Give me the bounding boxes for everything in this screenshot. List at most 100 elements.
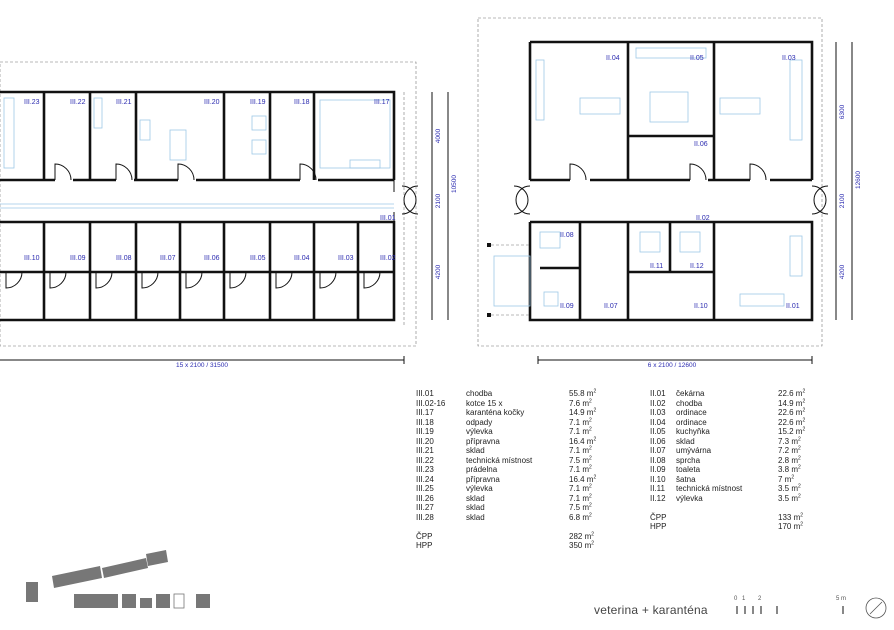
room-area: 3.5 m2 [778, 483, 801, 493]
room-name: sklad [466, 503, 485, 512]
room-area: 22.6 m2 [778, 416, 806, 427]
room-name: chodba [676, 398, 703, 408]
top-fixtures [3, 97, 391, 169]
scale-label-2: 2 [758, 596, 762, 602]
kennel-gate-5 [185, 271, 203, 289]
room-area: 16.4 m2 [569, 473, 597, 484]
room-code: II.07 [650, 446, 666, 455]
room-name: sklad [466, 512, 485, 522]
room-area: 7.6 m2 [569, 397, 592, 408]
bottom-gates [5, 271, 381, 289]
room-name: prádelna [466, 465, 498, 474]
room-area: 7.1 m2 [569, 426, 592, 436]
room-code: II.09 [650, 465, 666, 474]
right-schedule-row: II.07 umývárna 7.2 m2 [650, 446, 820, 456]
room-label-III.10: III.10 [24, 255, 40, 262]
kennel-gate-2 [49, 271, 67, 289]
right-schedule-row: II.02 chodba 14.9 m2 [650, 397, 820, 409]
left-schedule-row: III.27 sklad 7.5 m2 [416, 503, 616, 513]
room-name: přípravna [466, 474, 500, 484]
total-label: ČPP [416, 531, 433, 541]
room-label-III.17: III.17 [374, 99, 390, 106]
dim-left-corridor: 2100 [435, 193, 442, 208]
room-name: toaleta [676, 465, 701, 474]
room-label-II.06: II.06 [694, 141, 708, 148]
dim-right-total: 12600 [855, 171, 862, 189]
room-code: III.17 [416, 408, 434, 417]
room-area: 7.5 m2 [569, 454, 592, 465]
room-name: karanténa kočky [466, 408, 525, 417]
room-name: ordinace [676, 417, 707, 427]
kennel-gate-6 [229, 271, 247, 289]
dim-right-width: 6 x 2100 / 12600 [648, 362, 697, 369]
room-code: III.27 [416, 503, 434, 512]
room-label-III.19: III.19 [250, 99, 266, 106]
room-area: 3.8 m2 [778, 464, 801, 474]
room-code: III.23 [416, 465, 434, 474]
room-label-II.09: II.09 [560, 303, 574, 310]
dim-right-top: 6300 [839, 104, 846, 119]
room-area: 7.1 m2 [569, 492, 592, 503]
top-partitions [42, 92, 316, 180]
room-code: III.22 [416, 455, 434, 465]
room-area: 7.1 m2 [569, 464, 592, 474]
right-dimensions [537, 42, 853, 364]
room-area: 7.1 m2 [569, 416, 592, 427]
left-dimensions [0, 92, 449, 364]
room-name: sklad [466, 446, 485, 455]
right-doors [513, 163, 829, 215]
room-name: odpady [466, 417, 493, 427]
room-label-III.05: III.05 [250, 255, 266, 262]
total-area: 133 m2 [778, 511, 804, 522]
room-code: II.08 [650, 455, 666, 465]
room-code: III.25 [416, 484, 434, 493]
room-area: 15.2 m2 [778, 426, 806, 436]
room-area: 14.9 m2 [778, 397, 806, 408]
corridor [0, 180, 419, 222]
bottom-partitions [42, 222, 360, 320]
room-code: III.01 [416, 389, 434, 398]
room-area: 7.2 m2 [778, 445, 801, 455]
room-name: umývárna [676, 446, 712, 455]
room-code: III.20 [416, 436, 434, 446]
total-label: HPP [650, 522, 667, 531]
right-top-fixtures [535, 47, 803, 141]
room-code: II.02 [650, 398, 666, 408]
room-name: kuchyňka [676, 427, 710, 436]
room-name: šatna [676, 474, 696, 484]
total-area: 170 m2 [778, 521, 804, 531]
room-label-II.03: II.03 [782, 55, 796, 62]
room-area: 16.4 m2 [569, 435, 597, 446]
entrance-markers [487, 243, 530, 317]
dim-left-top: 4000 [435, 128, 442, 143]
kennel-gate-3 [95, 271, 113, 289]
room-label-III.06: III.06 [204, 255, 220, 262]
right-site-outline [477, 17, 823, 347]
room-code: II.11 [650, 484, 665, 493]
room-area: 3.5 m2 [778, 492, 801, 503]
scale-label-5m: 5 m [836, 596, 847, 602]
room-code: III.21 [416, 446, 434, 455]
right-schedule-total: HPP 170 m2 [650, 522, 820, 532]
room-name: sklad [676, 436, 695, 446]
room-name: technická místnost [466, 455, 533, 465]
room-area: 7.5 m2 [569, 502, 592, 512]
room-label-II.05: II.05 [690, 55, 704, 62]
room-code: III.28 [416, 512, 434, 522]
room-code: III.26 [416, 493, 434, 503]
left-schedule-row: III.23 prádelna 7.1 m2 [416, 465, 616, 475]
